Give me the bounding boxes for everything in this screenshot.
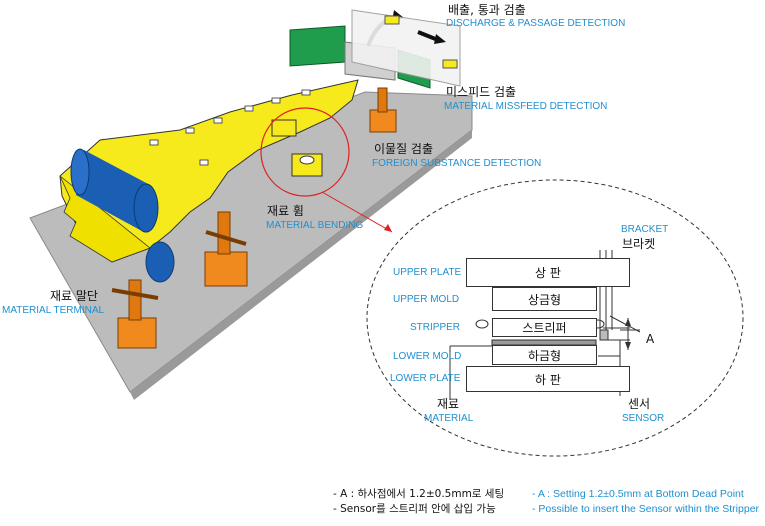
discharge-unit <box>289 9 461 89</box>
note-en-2: - Possible to insert the Sensor within t… <box>532 503 760 515</box>
lower-plate-box: 하 판 <box>466 366 630 392</box>
bracket-label-ko: 브라켓 <box>622 237 656 251</box>
sensor-stand-missfeed <box>369 87 397 133</box>
sensor-stand-bending <box>204 211 248 287</box>
terminal-label-en: MATERIAL TERMINAL <box>2 305 105 316</box>
foreign-label-en: FOREIGN SUBSTANCE DETECTION <box>372 158 542 169</box>
bending-label-en: MATERIAL BENDING <box>266 220 364 231</box>
stripper-box: 스트리퍼 <box>492 318 597 337</box>
lower-mold-box: 하금형 <box>492 345 597 365</box>
dim-arrow-down <box>625 342 631 350</box>
sensor-label-en: SENSOR <box>622 413 665 424</box>
feed-roller <box>70 148 175 283</box>
callout-leader <box>321 191 393 233</box>
sensor-stand-terminal <box>111 279 159 349</box>
missfeed-label-en: MATERIAL MISSFEED DETECTION <box>444 101 608 112</box>
sensor-label-ko: 센서 <box>628 397 651 411</box>
upper-plate-label: UPPER PLATE <box>393 267 462 278</box>
sensor-element <box>599 329 609 341</box>
note-en-1: - A : Setting 1.2±0.5mm at Bottom Dead P… <box>532 488 744 500</box>
upper-plate-box: 상 판 <box>466 258 630 287</box>
dim-arrow-up <box>625 318 631 326</box>
upper-mold-label: UPPER MOLD <box>393 294 460 305</box>
stripper-label: STRIPPER <box>410 322 461 333</box>
bracket-label-en: BRACKET <box>621 224 669 235</box>
foreign-label-ko: 이물질 검출 <box>374 142 434 156</box>
lower-mold-label: LOWER MOLD <box>393 351 462 362</box>
foreign-detect-blocks <box>271 119 323 177</box>
callout-circle <box>260 107 350 197</box>
discharge-label-ko: 배출, 통과 검출 <box>448 3 526 17</box>
lower-plate-label: LOWER PLATE <box>390 373 461 384</box>
note-ko-2: - Sensor를 스트리퍼 안에 삽입 가능 <box>333 503 496 515</box>
upper-mold-box: 상금형 <box>492 287 597 311</box>
strip-holes <box>149 89 311 166</box>
material-label-ko: 재료 <box>437 397 460 411</box>
detail-ellipse <box>366 179 744 457</box>
missfeed-label-ko: 미스피드 검출 <box>446 85 517 99</box>
terminal-label-ko: 재료 말단 <box>50 289 98 303</box>
discharge-label-en: DISCHARGE & PASSAGE DETECTION <box>446 18 626 29</box>
machine-bed-side <box>130 130 472 400</box>
material-label-en: MATERIAL <box>424 413 474 424</box>
bending-label-ko: 재료 휨 <box>267 204 304 218</box>
callout-arrowhead <box>384 224 392 232</box>
note-ko-1: - A : 하사점에서 1.2±0.5mm로 세팅 <box>333 488 505 500</box>
dimension-a-label: A <box>646 332 655 346</box>
